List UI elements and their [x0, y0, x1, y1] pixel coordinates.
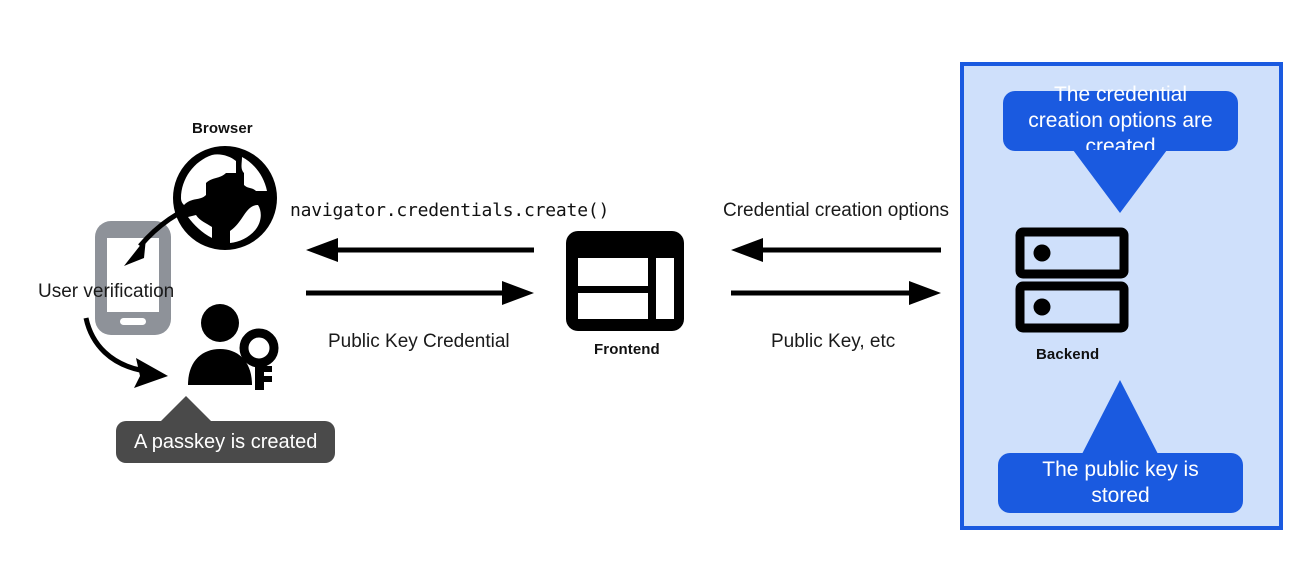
user-with-key-icon: [186, 303, 282, 391]
callout-public-key-stored-pointer: [1082, 380, 1158, 454]
edge-label-credential-creation-options: Credential creation options: [723, 200, 950, 221]
arrow-frontend-to-backend: [731, 281, 941, 305]
edge-label-public-key-credential: Public Key Credential: [328, 331, 510, 352]
callout-passkey-created-text: A passkey is created: [134, 431, 318, 453]
callout-passkey-created: A passkey is created: [116, 421, 336, 463]
callout-credential-options-created-text: The credential creation options are crea…: [1028, 82, 1213, 159]
callout-credential-options-created: The credential creation options are crea…: [1003, 83, 1238, 158]
callout-public-key-stored-text: The public key is stored: [1042, 457, 1199, 507]
globe-icon: [170, 143, 280, 253]
backend-label: Backend: [1036, 346, 1100, 363]
arrow-browser-to-phone: [100, 196, 210, 276]
edge-label-navigator-create: navigator.credentials.create(): [290, 200, 610, 221]
callout-credential-options-pointer: [1073, 150, 1167, 213]
callout-public-key-stored: The public key is stored: [998, 453, 1243, 513]
user-verification-label: User verification: [38, 281, 175, 302]
arrow-phone-to-user: [78, 312, 198, 392]
frontend-label: Frontend: [594, 341, 660, 358]
arrow-browser-to-frontend: [306, 281, 534, 305]
arrow-backend-to-frontend: [731, 238, 941, 262]
arrow-frontend-to-browser: [306, 238, 534, 262]
webpage-layout-icon: [566, 231, 684, 331]
server-stack-icon: [1015, 227, 1129, 333]
browser-label: Browser: [192, 120, 253, 137]
callout-passkey-created-pointer: [158, 396, 214, 424]
edge-label-public-key-etc: Public Key, etc: [771, 331, 896, 352]
phone-icon: [92, 218, 174, 338]
